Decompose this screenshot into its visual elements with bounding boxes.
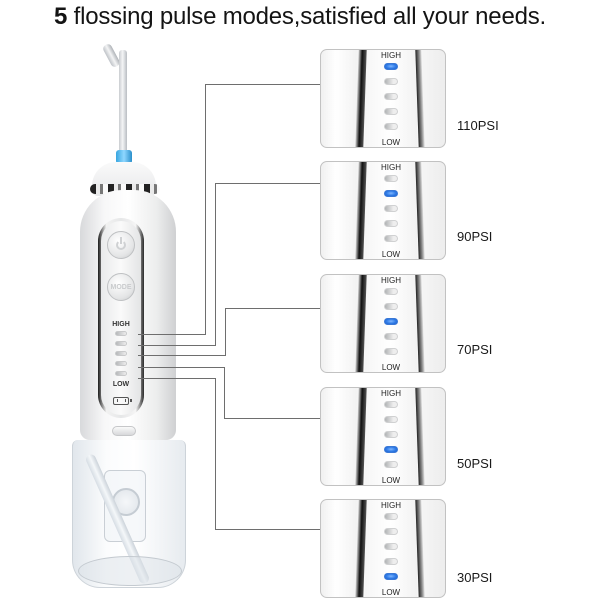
indicator-low-label: LOW: [112, 381, 130, 388]
pressure-label-110psi: 110PSI: [457, 118, 499, 133]
led-icon: [384, 93, 398, 100]
led-icon: [384, 401, 398, 408]
led-active-icon: [384, 190, 398, 197]
mode-panel-70psi: HIGH LOW: [320, 274, 446, 373]
led-icon: [384, 558, 398, 565]
indicator-high-label: HIGH: [112, 321, 130, 328]
led-icon: [384, 461, 398, 468]
mode-panel-90psi: HIGH LOW: [320, 161, 446, 260]
led-icon: [384, 333, 398, 340]
led-icon: [384, 235, 398, 242]
led-icon: [384, 431, 398, 438]
panel-low-label: LOW: [381, 138, 401, 147]
tank-base: [78, 556, 182, 586]
led-icon: [384, 528, 398, 535]
led-active-icon: [384, 446, 398, 453]
mode-panel-110psi: HIGH LOW: [320, 49, 446, 148]
side-release-button[interactable]: [112, 426, 136, 436]
indicator-led-3: [115, 351, 127, 356]
panel-low-label: LOW: [381, 588, 401, 597]
led-icon: [384, 220, 398, 227]
led-icon: [384, 108, 398, 115]
mode-button-label: MODE: [110, 283, 132, 291]
indicator-led-4: [115, 361, 127, 366]
mode-panel-50psi: HIGH LOW: [320, 387, 446, 486]
led-icon: [384, 175, 398, 182]
control-panel: MODE HIGH LOW: [98, 218, 144, 418]
indicator-led-5: [115, 371, 127, 376]
mode-button[interactable]: MODE: [107, 273, 135, 301]
panel-low-label: LOW: [381, 250, 401, 259]
panel-low-label: LOW: [381, 476, 401, 485]
pressure-label-30psi: 30PSI: [457, 570, 493, 585]
led-icon: [384, 543, 398, 550]
led-active-icon: [384, 318, 398, 325]
pressure-label-70psi: 70PSI: [457, 342, 493, 357]
panel-high-label: HIGH: [381, 276, 401, 285]
led-icon: [384, 303, 398, 310]
led-icon: [384, 416, 398, 423]
water-flosser-device: MODE HIGH LOW: [0, 0, 240, 600]
pressure-label-90psi: 90PSI: [457, 229, 493, 244]
mode-panel-30psi: HIGH LOW: [320, 499, 446, 598]
nozzle: [119, 50, 127, 154]
panel-high-label: HIGH: [381, 389, 401, 398]
chrome-ring: [90, 184, 160, 194]
led-icon: [384, 123, 398, 130]
led-icon: [384, 348, 398, 355]
headline-number: 5: [53, 3, 68, 30]
pressure-label-50psi: 50PSI: [457, 456, 493, 471]
led-icon: [384, 513, 398, 520]
headline-text: flossing pulse modes,satisfied all your …: [67, 3, 547, 30]
panel-low-label: LOW: [381, 363, 401, 372]
led-icon: [384, 205, 398, 212]
panel-high-label: HIGH: [381, 501, 401, 510]
battery-icon: [113, 397, 132, 405]
headline: 5 flossing pulse modes,satisfied all you…: [0, 2, 600, 32]
led-icon: [384, 78, 398, 85]
panel-high-label: HIGH: [381, 51, 401, 60]
led-active-icon: [384, 573, 398, 580]
power-button[interactable]: [107, 231, 135, 259]
led-active-icon: [384, 63, 398, 70]
indicator-led-1: [115, 331, 127, 336]
led-icon: [384, 288, 398, 295]
panel-high-label: HIGH: [381, 163, 401, 172]
indicator-led-2: [115, 341, 127, 346]
power-icon: [116, 237, 126, 250]
